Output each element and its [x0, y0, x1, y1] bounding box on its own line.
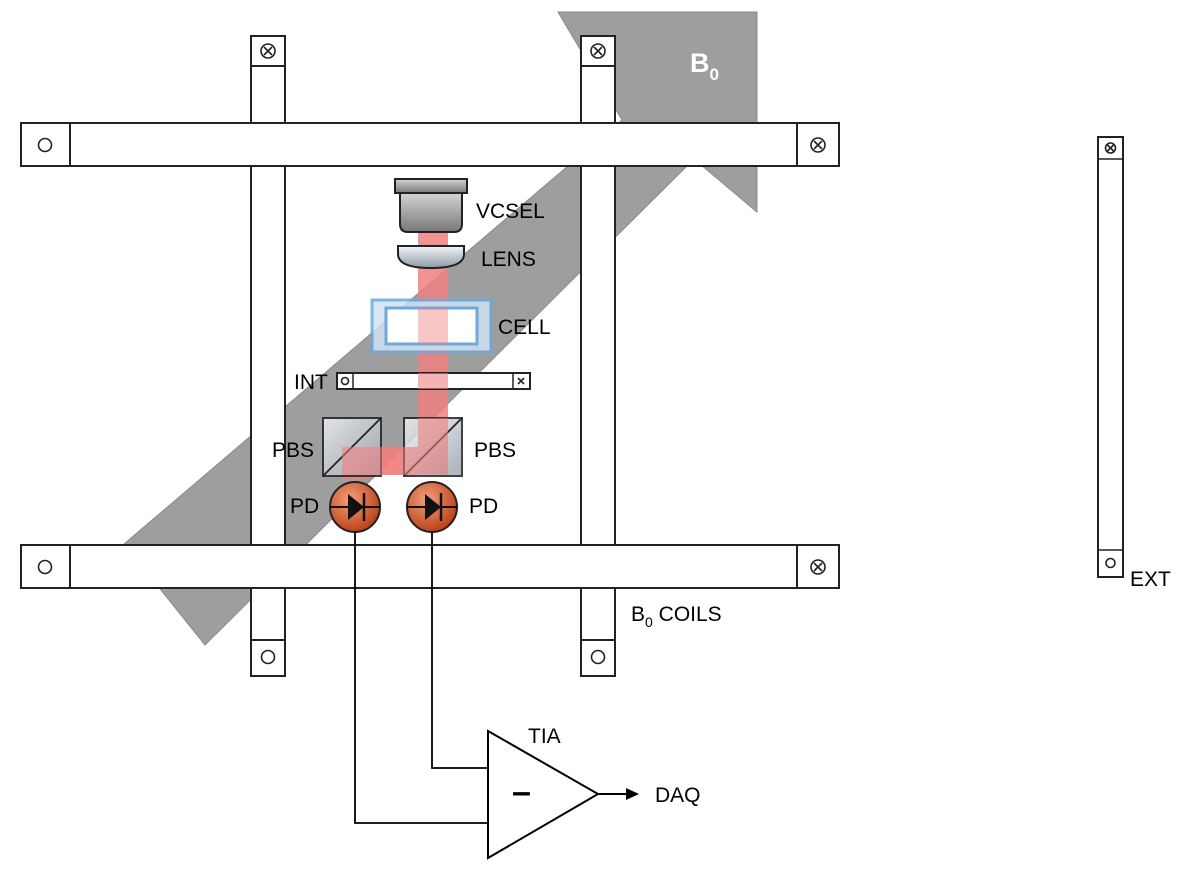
pd-right-label: PD — [469, 495, 498, 518]
ext-coil — [1097, 136, 1124, 578]
cross-x-icon — [1104, 142, 1117, 154]
photodiode-left — [329, 481, 381, 533]
circle-dot-icon — [340, 376, 350, 386]
wire-pd-left — [354, 532, 488, 824]
photodiode-right — [406, 481, 458, 533]
b0-coils-label: B0 COILS — [631, 603, 722, 630]
cell-label: CELL — [498, 316, 551, 339]
arrowhead-icon — [626, 788, 639, 800]
b0-arrow-label: B0 — [690, 48, 719, 84]
pbs-left-label: PBS — [272, 439, 314, 462]
int-coil — [336, 372, 531, 390]
tia-minus-sign: – — [512, 773, 531, 811]
pd-left-label: PD — [290, 495, 319, 518]
tia-label: TIA — [528, 725, 561, 748]
wire-pd-right — [431, 532, 488, 769]
tia-amplifier — [487, 729, 601, 860]
vapor-cell — [370, 298, 493, 354]
cross-x-icon — [517, 377, 525, 385]
vcsel-component — [394, 178, 468, 233]
lens-label: LENS — [481, 248, 536, 271]
vcsel-label: VCSEL — [476, 200, 545, 223]
lens-component — [397, 245, 465, 270]
coil-horizontal-top — [20, 122, 840, 167]
ext-label: EXT — [1130, 568, 1171, 591]
coil-horizontal-bottom — [20, 544, 840, 589]
circle-dot-icon — [1105, 557, 1116, 569]
pbs-right-label: PBS — [474, 439, 516, 462]
daq-label: DAQ — [655, 784, 701, 807]
int-label: INT — [294, 371, 328, 394]
